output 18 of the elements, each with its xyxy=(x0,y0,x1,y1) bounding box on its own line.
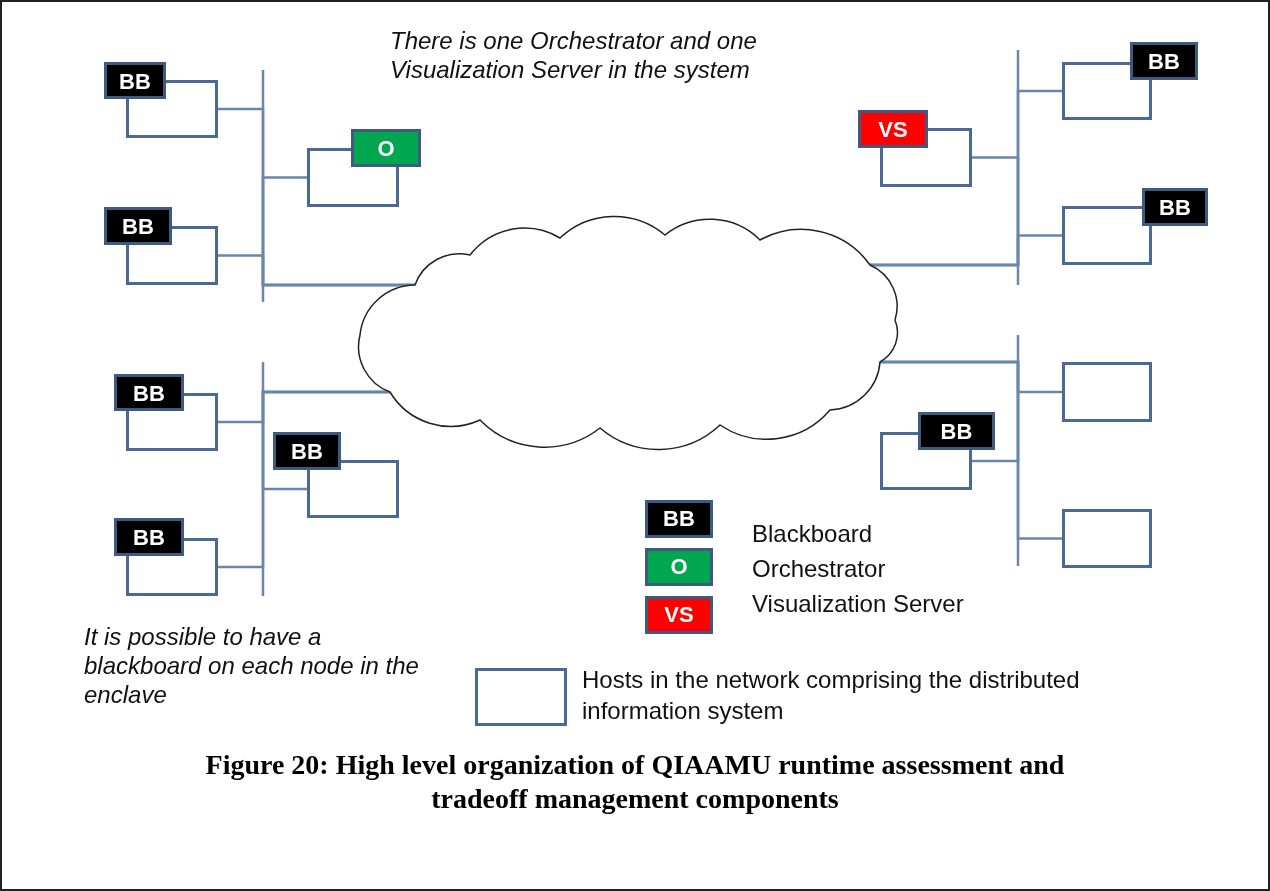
legend-text: Hosts in the network comprising the distributed information system xyxy=(582,665,1081,726)
figure-caption: Figure 20: High level organization of QIAAMU runtime assessment and tradeoff management components xyxy=(204,748,1066,816)
host-with-badge: BB xyxy=(273,432,399,518)
host-box xyxy=(1062,509,1152,568)
connector-line xyxy=(218,390,390,569)
note-text: It is possible to have a blackboard on each node in the enclave xyxy=(84,622,420,709)
legend-text: Blackboard xyxy=(752,519,873,549)
note-text: There is one Orchestrator and one Visualization Server in the system xyxy=(390,26,758,84)
connector-line xyxy=(870,234,1062,267)
connector-line xyxy=(880,360,1062,540)
legend-text: Visualization Server xyxy=(752,589,964,619)
host-with-badge: BB xyxy=(1062,42,1198,120)
host-with-badge: BB xyxy=(1062,188,1208,265)
legend-swatch: O xyxy=(645,548,713,586)
legend-text: Orchestrator xyxy=(752,554,886,584)
host-box xyxy=(1062,362,1152,422)
legend-swatch: VS xyxy=(645,596,713,634)
legend-swatch: BB xyxy=(645,500,713,538)
